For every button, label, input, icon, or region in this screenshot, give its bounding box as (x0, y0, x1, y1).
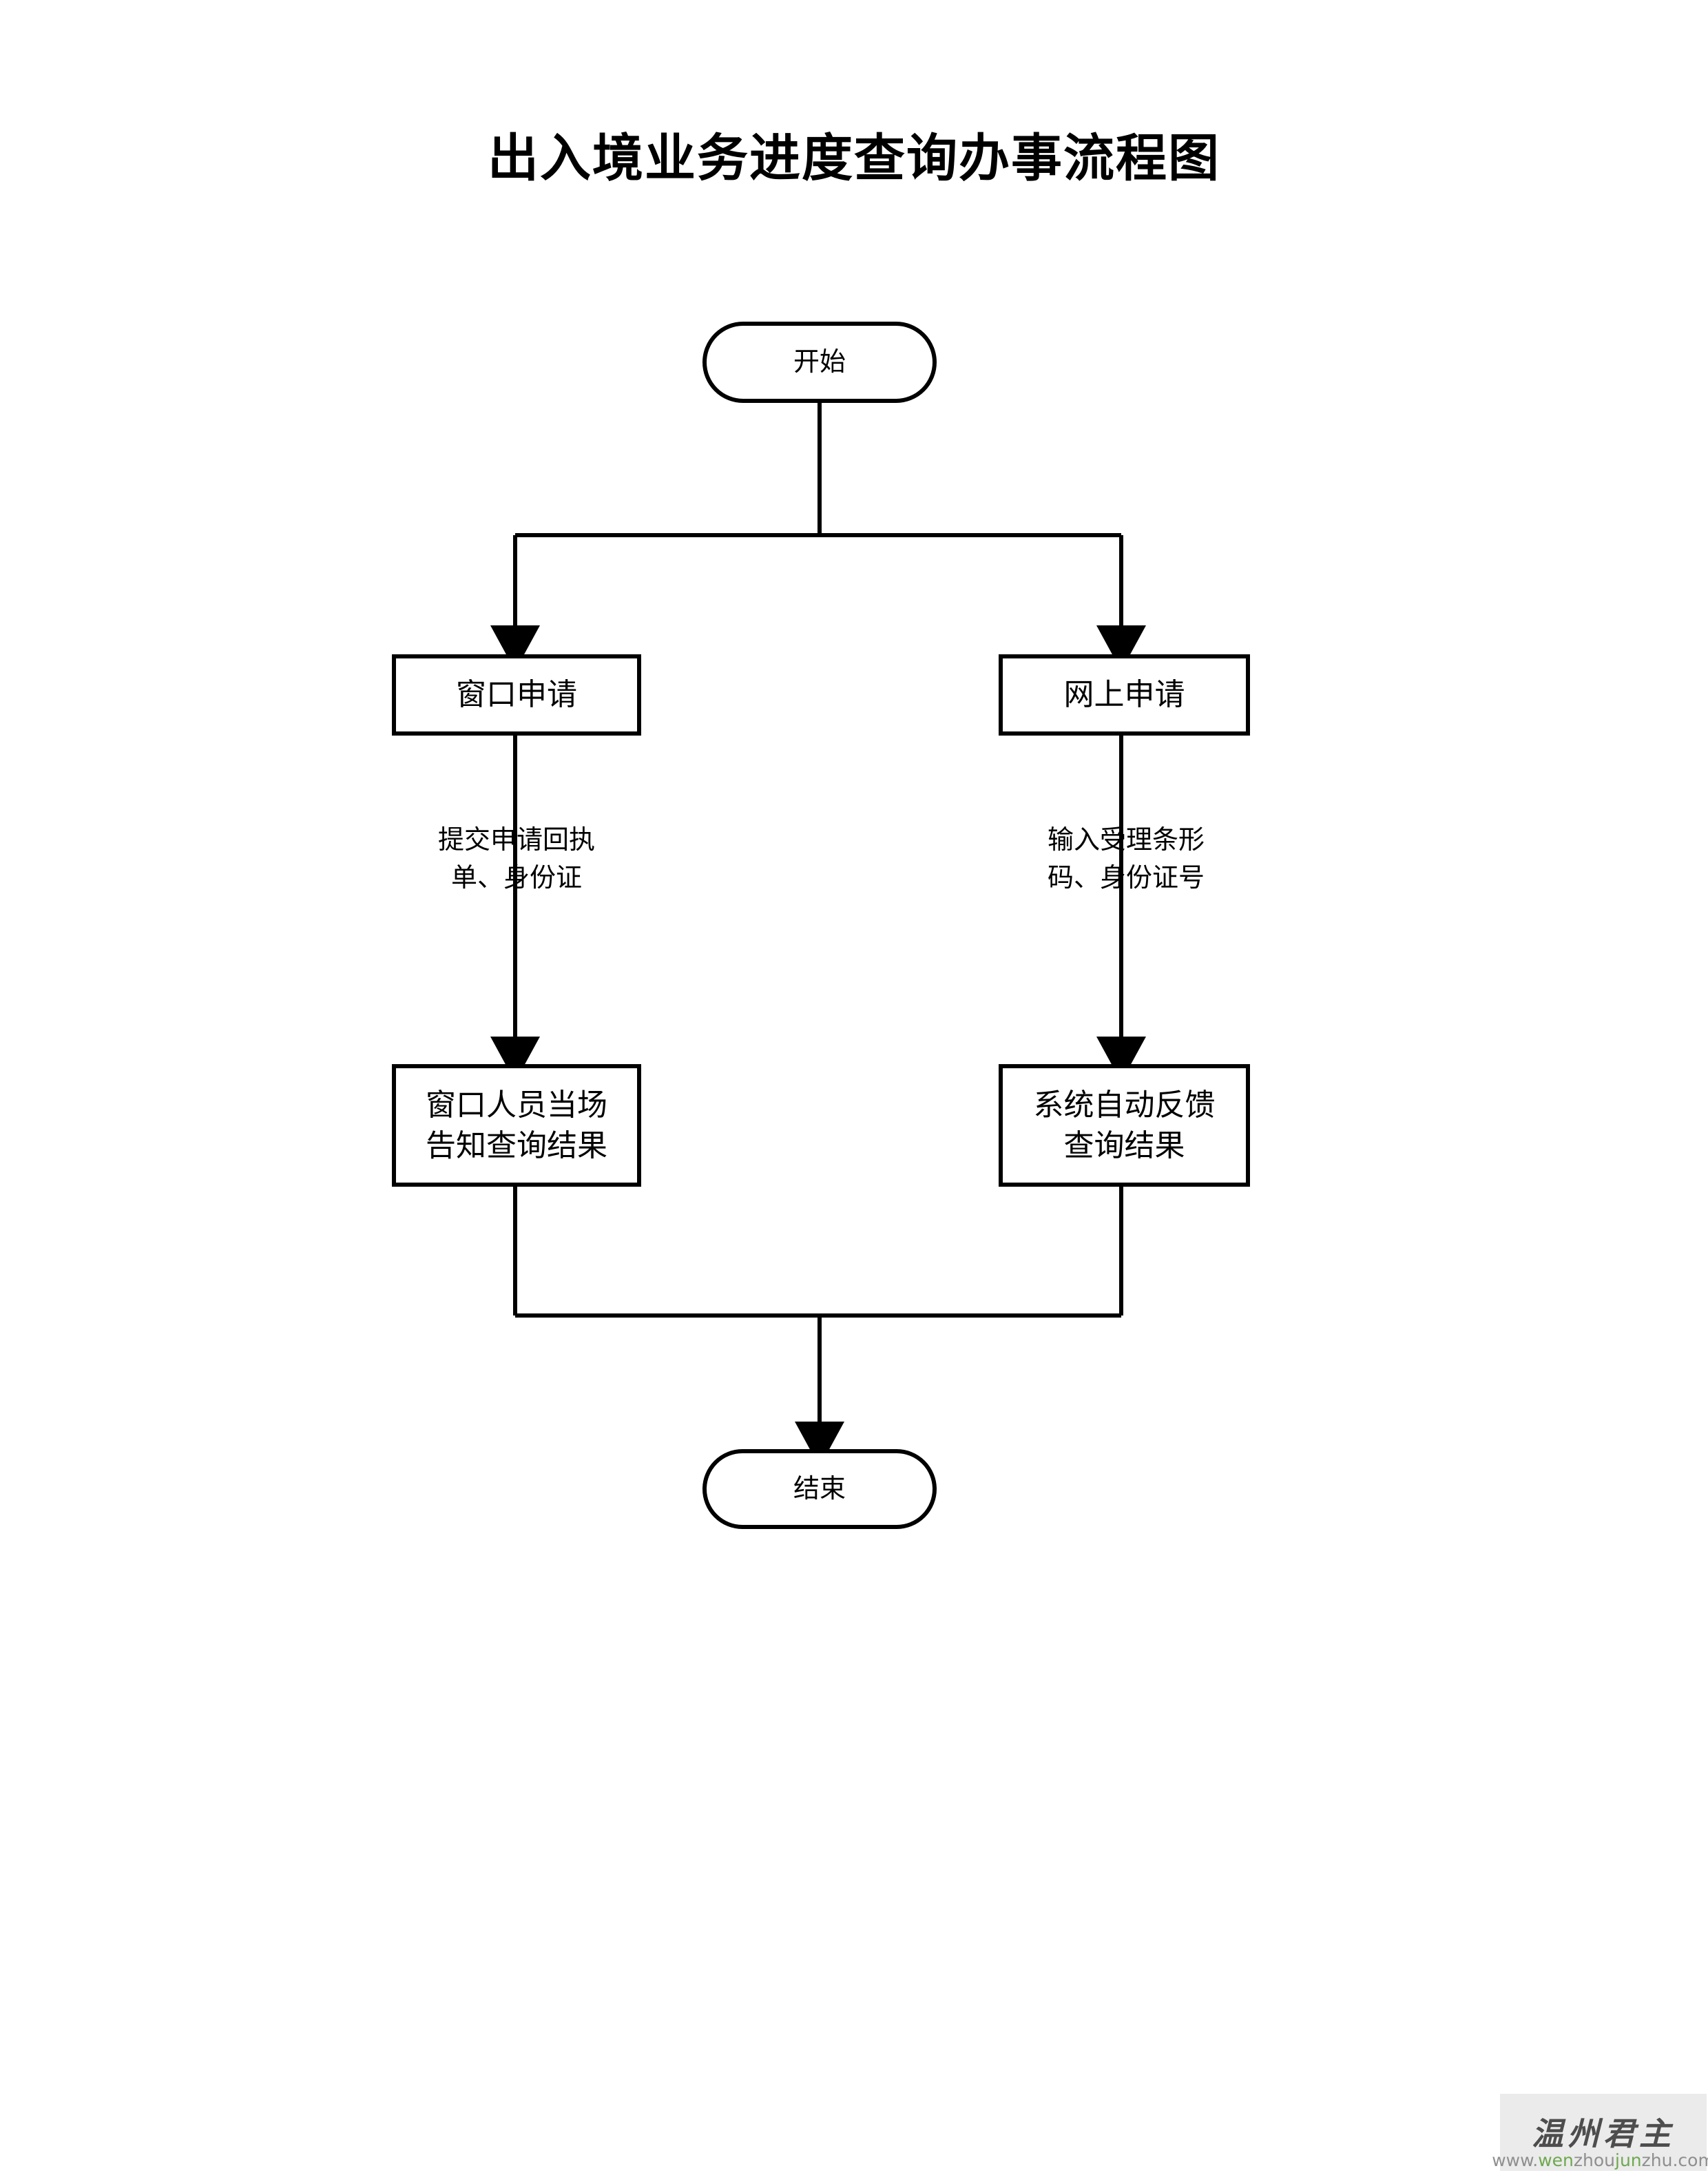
node-start[interactable]: 开始 (705, 324, 935, 401)
watermark-brand: 温州君主 (1532, 2115, 1675, 2153)
node-window-apply-label: 窗口申请 (456, 677, 577, 713)
node-system-result[interactable]: 系统自动反馈 查询结果 (1001, 1066, 1248, 1185)
watermark-url-part1: www. (1492, 2150, 1539, 2170)
edge-label-online-branch: 输入受理条形 码、身份证号 (1047, 824, 1205, 893)
node-window-result-label: 窗口人员当场 告知查询结果 (426, 1087, 607, 1163)
node-shape-window-apply (392, 654, 641, 736)
node-window-result[interactable]: 窗口人员当场 告知查询结果 (394, 1066, 639, 1185)
node-online-apply[interactable]: 网上申请 (1001, 656, 1248, 734)
page-title: 出入境业务进度查询办事流程图 (488, 129, 1220, 188)
node-shape-system-result (999, 1064, 1250, 1187)
watermark-url-part2: wen (1538, 2150, 1574, 2170)
watermark-url-part5: zhu (1641, 2150, 1673, 2170)
node-online-apply-label: 网上申请 (1063, 677, 1185, 713)
edge-label-window-branch: 提交申请回执 单、身份证 (437, 824, 595, 893)
node-system-result-label: 系统自动反馈 查询结果 (1033, 1087, 1216, 1163)
watermark-url-part3: zhou (1573, 2150, 1615, 2170)
watermark-url-part4: jun (1615, 2150, 1642, 2170)
node-start-label: 开始 (793, 346, 846, 377)
node-shape-end (702, 1449, 937, 1529)
node-end-label: 结束 (793, 1473, 846, 1504)
watermark-url: www.wenzhoujunzhu.com (1492, 2150, 1708, 2170)
node-end[interactable]: 结束 (705, 1451, 935, 1527)
watermark-url-part6: .com (1672, 2150, 1708, 2170)
node-window-apply[interactable]: 窗口申请 (394, 656, 639, 734)
node-shape-online-apply (999, 654, 1250, 736)
watermark: 温州君主 www.wenzhoujunzhu.com (1492, 2094, 1708, 2171)
